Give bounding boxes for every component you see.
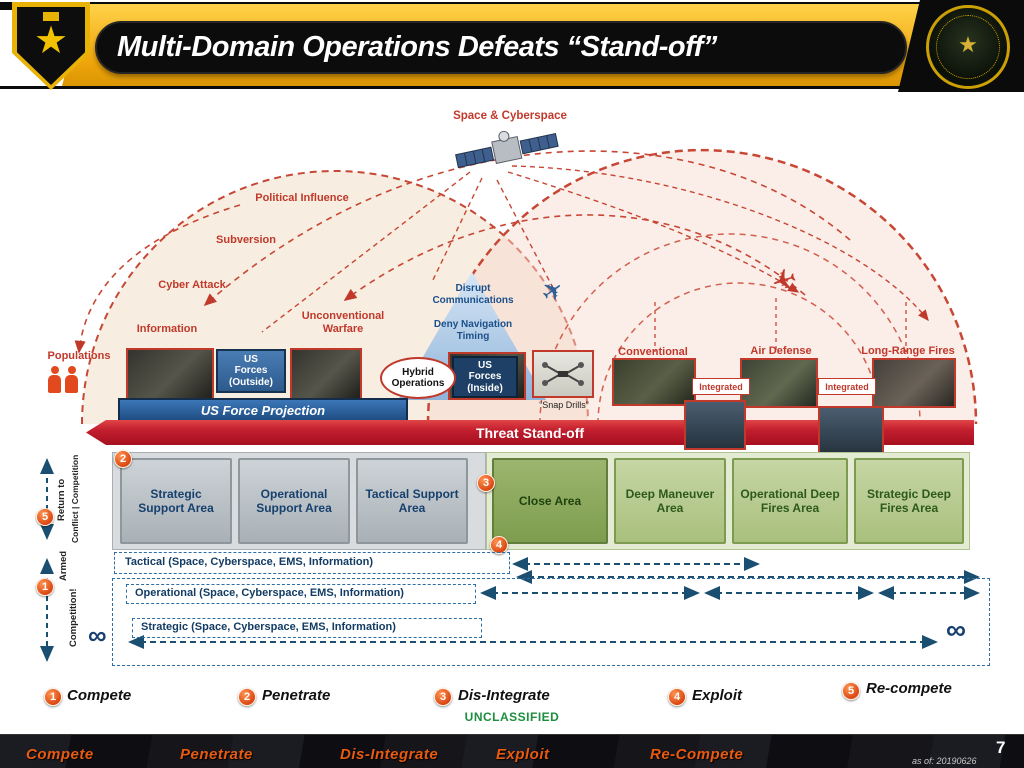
badge-2: 2: [114, 450, 132, 468]
long-range-fires-label: Long-Range Fires: [861, 345, 955, 357]
political-influence-label: Political Influence: [255, 192, 349, 204]
operational-row-box: Operational (Space, Cyberspace, EMS, Inf…: [126, 584, 476, 604]
area-strategic-support: Strategic Support Area: [120, 458, 232, 544]
title-bar: Multi-Domain Operations Defeats “Stand-o…: [95, 21, 907, 74]
legend-label-exploit: Exploit: [692, 687, 743, 704]
conventional-label: Conventional: [618, 346, 688, 358]
conflict-competition-label: Conflict | Competition: [70, 454, 80, 544]
blue-aircraft-icon: ✈: [535, 272, 571, 310]
area-close: Close Area: [492, 458, 608, 544]
photo-naval-1: [684, 400, 746, 450]
subversion-label: Subversion: [216, 234, 276, 246]
integrated-label-left: Integrated: [692, 378, 750, 395]
area-tactical-support: Tactical Support Area: [356, 458, 468, 544]
populations-label: Populations: [47, 350, 111, 362]
as-of-date: as of: 20190626: [912, 756, 977, 766]
legend-label-re-compete: Re-compete: [866, 680, 952, 697]
us-force-projection-bar: US Force Projection: [118, 398, 408, 423]
drone-icon: [542, 362, 584, 386]
satellite-icon: [455, 130, 559, 169]
photo-snap-drills: [532, 350, 594, 398]
tactical-row-box: Tactical (Space, Cyberspace, EMS, Inform…: [114, 552, 510, 574]
header-bottom-stripe: [0, 86, 1024, 89]
badge-4: 4: [490, 536, 508, 554]
integrated-label-right: Integrated: [818, 378, 876, 395]
photo-conventional: [612, 358, 696, 406]
footer-item-dis-integrate: Dis-Integrate: [340, 746, 439, 763]
disrupt-communications-label: Disrupt Communications: [432, 283, 514, 306]
competition-region-box: [112, 578, 990, 666]
snap-drills-label: “Snap Drills”: [539, 400, 589, 410]
badge-1-side: 1: [36, 578, 54, 596]
shield-castle-icon: [43, 12, 59, 21]
strategic-row-box: Strategic (Space, Cyberspace, EMS, Infor…: [132, 618, 482, 638]
area-deep-maneuver: Deep Maneuver Area: [614, 458, 726, 544]
photo-long-range-fires: [872, 358, 956, 408]
photo-unconventional: [290, 348, 362, 400]
badge-3: 3: [477, 474, 495, 492]
footer-item-re-compete: Re-Compete: [650, 746, 744, 763]
infinity-right: ∞: [946, 614, 966, 645]
slide-title: Multi-Domain Operations Defeats “Stand-o…: [117, 31, 717, 63]
cyber-attack-label: Cyber Attack: [158, 279, 226, 291]
infinity-left: ∞: [88, 620, 107, 650]
information-label: Information: [136, 323, 198, 335]
shield-star-icon: ★: [33, 20, 69, 62]
footer-item-penetrate: Penetrate: [180, 746, 253, 763]
person-icon: [65, 366, 78, 394]
command-emblem: [926, 5, 1010, 89]
legend-badge-4: 4: [668, 688, 686, 706]
photo-air-defense: [740, 358, 818, 408]
unconventional-warfare-label: Unconventional Warfare: [301, 310, 385, 335]
legend-badge-2: 2: [238, 688, 256, 706]
us-forces-outside-box: US Forces (Outside): [216, 349, 286, 393]
legend-label-dis-integrate: Dis-Integrate: [458, 687, 550, 704]
return-to-label: Return to: [56, 478, 67, 522]
area-operational-deep-fires: Operational Deep Fires Area: [732, 458, 848, 544]
red-aircraft-icon: ✈: [767, 261, 802, 302]
area-operational-support: Operational Support Area: [238, 458, 350, 544]
area-strategic-deep-fires: Strategic Deep Fires Area: [854, 458, 964, 544]
operational-row-label: Operational (Space, Cyberspace, EMS, Inf…: [135, 587, 404, 599]
legend-badge-5: 5: [842, 682, 860, 700]
us-forces-inside-box: US Forces (Inside): [452, 356, 518, 398]
space-cyberspace-label: Space & Cyberspace: [453, 110, 567, 122]
person-icon: [48, 366, 61, 394]
footer-collage: [0, 735, 1024, 768]
footer-item-compete: Compete: [26, 746, 94, 763]
strategic-row-label: Strategic (Space, Cyberspace, EMS, Infor…: [141, 621, 396, 633]
footer-item-exploit: Exploit: [496, 746, 550, 763]
page-number: 7: [996, 738, 1006, 757]
photo-information: [126, 348, 214, 400]
classification-marking: UNCLASSIFIED: [464, 710, 560, 724]
hybrid-operations-bubble: Hybrid Operations: [380, 357, 456, 399]
competition-label: Competition!: [68, 588, 79, 648]
legend-badge-1: 1: [44, 688, 62, 706]
tactical-row-label: Tactical (Space, Cyberspace, EMS, Inform…: [125, 556, 373, 568]
badge-5-side: 5: [36, 508, 54, 526]
legend-label-penetrate: Penetrate: [262, 687, 331, 704]
footer-bar: Compete Penetrate Dis-Integrate Exploit …: [0, 734, 1024, 768]
deny-navigation-timing-label: Deny Navigation Timing: [433, 319, 513, 342]
photo-naval-2: [818, 406, 884, 456]
air-defense-label: Air Defense: [750, 345, 812, 357]
legend-label-compete: Compete: [67, 687, 132, 704]
legend-badge-3: 3: [434, 688, 452, 706]
populations-icon: [46, 366, 106, 396]
